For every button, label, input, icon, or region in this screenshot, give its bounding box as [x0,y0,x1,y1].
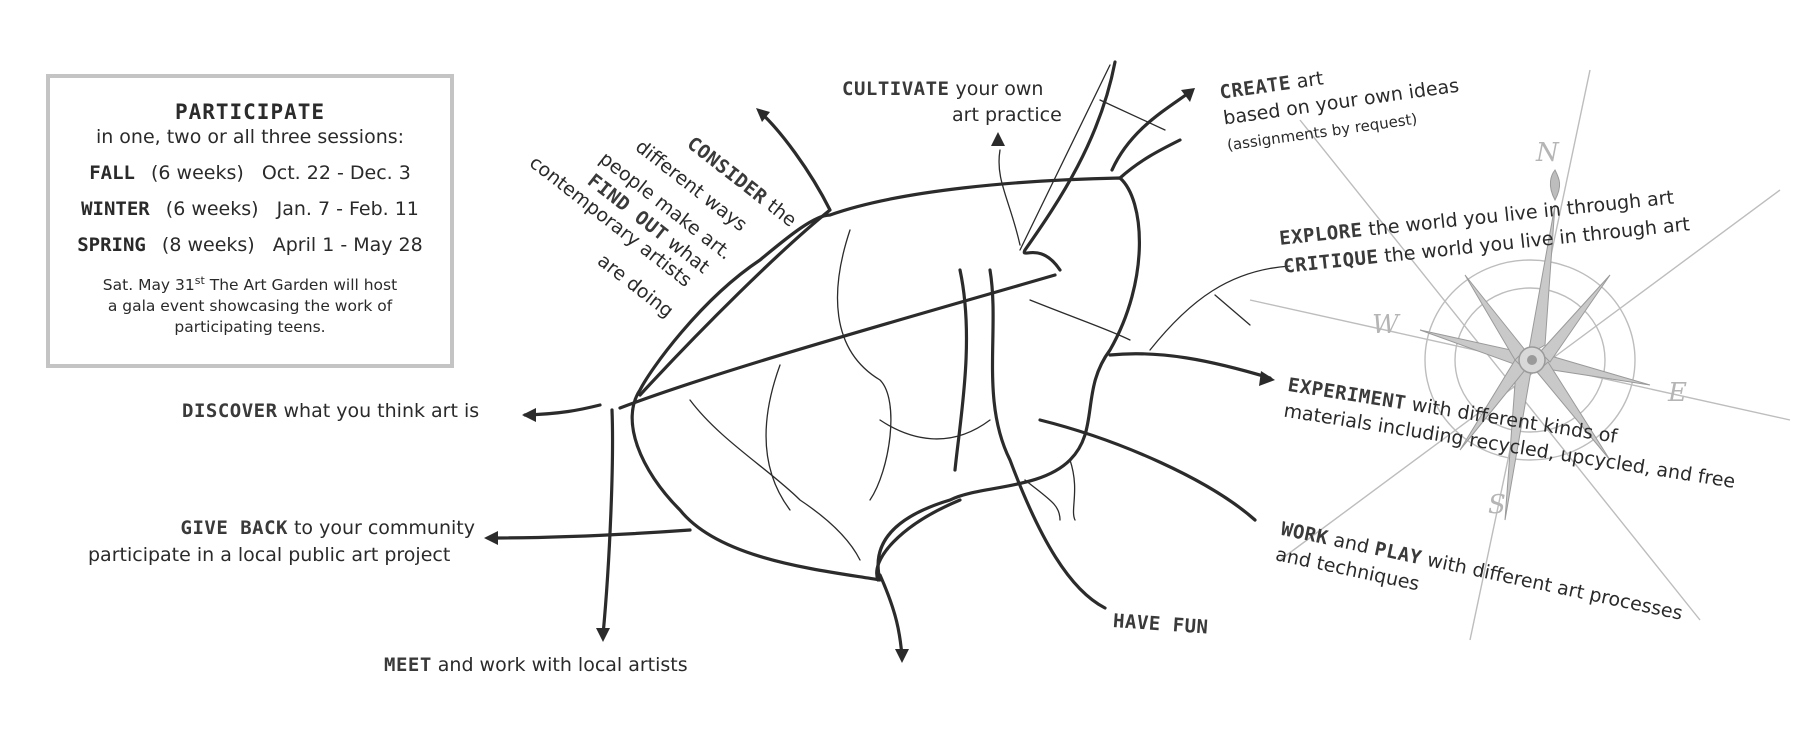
session-name: FALL [89,162,135,184]
session-dates: Oct. 22 - Dec. 3 [261,162,411,184]
session-duration: (8 weeks) [161,234,255,256]
session-dates: April 1 - May 28 [272,234,423,256]
info-title: PARTICIPATE [174,100,326,124]
minor-roads [689,64,1291,561]
gala-note: Sat. May 31st The Art Garden will host a… [50,270,450,338]
label-text: and work with local artists [437,654,688,676]
gala-date-suffix: st [194,274,205,287]
keyword: HAVE FUN [1112,609,1210,639]
gala-line2: a gala event showcasing the work of [107,297,393,316]
session-row-fall: FALL (6 weeks) Oct. 22 - Dec. 3 [50,162,450,184]
session-duration: (6 weeks) [151,162,244,184]
label-cultivate-line2: art practice [952,104,1062,126]
gala-line3: participating teens. [174,318,326,337]
session-row-spring: SPRING (8 weeks) April 1 - May 28 [50,234,450,256]
compass-n-label: N [1536,138,1559,168]
info-subtitle: in one, two or all three sessions: [95,126,405,148]
session-duration: (6 weeks) [165,198,259,220]
gala-date: Sat. May 31 [102,276,195,295]
label-text: your own [955,78,1044,100]
label-text: what you think art is [283,400,480,422]
keyword: CULTIVATE [842,78,950,100]
label-give-back-line2: participate in a local public art projec… [88,544,451,566]
compass-rose-icon [1249,69,1791,641]
label-text: to your community [293,517,475,539]
gala-text: The Art Garden will host [204,276,398,295]
session-name: WINTER [81,198,150,220]
session-info-box: PARTICIPATE in one, two or all three ses… [46,74,454,368]
label-text: and [1331,529,1372,559]
keyword: GIVE BACK [180,517,288,539]
keyword: MEET [384,654,432,676]
session-name: SPRING [77,234,146,256]
compass-w-label: W [1372,310,1399,340]
session-row-winter: WINTER (6 weeks) Jan. 7 - Feb. 11 [50,198,450,220]
compass-e-label: E [1668,378,1687,408]
session-dates: Jan. 7 - Feb. 11 [276,198,419,220]
compass-s-label: S [1488,490,1506,520]
arrowheads [484,88,1275,663]
label-text: art [1295,67,1325,93]
keyword: DISCOVER [182,400,278,422]
